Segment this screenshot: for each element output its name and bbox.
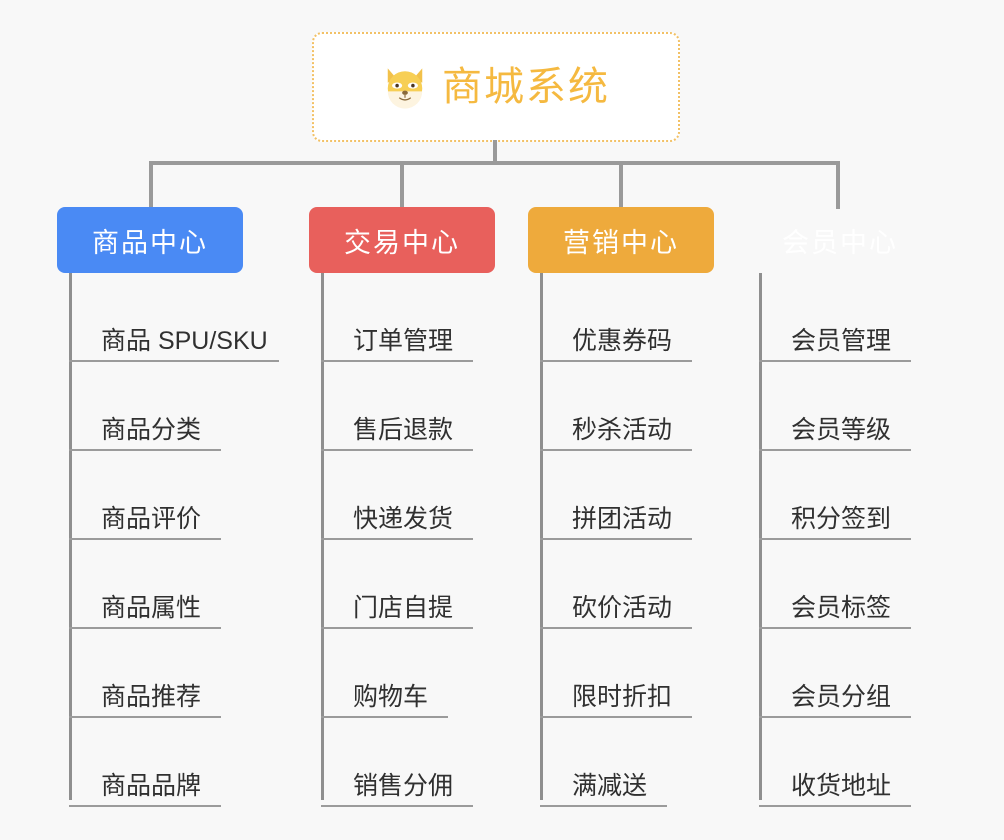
column-spine-4: [759, 273, 762, 800]
leaf-item-rule: [321, 538, 473, 540]
leaf-item-rule: [540, 538, 692, 540]
leaf-item-label: 会员等级: [791, 416, 892, 445]
column-header-3[interactable]: 营销中心: [528, 207, 714, 273]
leaf-item[interactable]: 商品推荐: [57, 629, 243, 718]
leaf-item-label: 门店自提: [353, 594, 454, 623]
leaf-item-rule: [321, 716, 448, 718]
leaf-item-label: 积分签到: [791, 505, 892, 534]
leaf-item-label: 销售分佣: [353, 772, 454, 801]
leaf-item-rule: [321, 627, 473, 629]
leaf-item-label: 会员标签: [791, 594, 892, 623]
leaf-item-rule: [759, 538, 911, 540]
leaf-item-rule: [321, 360, 473, 362]
column-header-2[interactable]: 交易中心: [309, 207, 495, 273]
leaf-item[interactable]: 订单管理: [309, 273, 495, 362]
leaf-item-label: 会员分组: [791, 683, 892, 712]
leaf-item-rule: [759, 449, 911, 451]
leaf-item-rule: [69, 449, 221, 451]
leaf-item[interactable]: 商品分类: [57, 362, 243, 451]
leaf-item-label: 砍价活动: [572, 594, 673, 623]
leaf-item[interactable]: 限时折扣: [528, 629, 714, 718]
leaf-item[interactable]: 购物车: [309, 629, 495, 718]
leaf-item[interactable]: 商品属性: [57, 540, 243, 629]
leaf-item[interactable]: 优惠券码: [528, 273, 714, 362]
root-title: 商城系统: [442, 65, 610, 109]
leaf-item[interactable]: 门店自提: [309, 540, 495, 629]
leaf-item-rule: [540, 627, 692, 629]
leaf-item-label: 收货地址: [791, 772, 892, 801]
leaf-item[interactable]: 商品 SPU/SKU: [57, 273, 279, 362]
connector-bar: [149, 161, 839, 165]
leaf-item[interactable]: 会员分组: [747, 629, 933, 718]
leaf-item-label: 商品属性: [101, 594, 202, 623]
column-spine-2: [321, 273, 324, 800]
leaf-item-label: 秒杀活动: [572, 416, 673, 445]
leaf-list-2: 订单管理售后退款快递发货门店自提购物车销售分佣: [309, 273, 495, 807]
leaf-item-label: 商品品牌: [101, 772, 202, 801]
connector-drop-2: [400, 161, 404, 209]
column-spine-1: [69, 273, 72, 800]
connector-drop-1: [149, 161, 153, 209]
column-2: 交易中心订单管理售后退款快递发货门店自提购物车销售分佣: [309, 207, 495, 807]
leaf-item-rule: [759, 805, 911, 807]
leaf-item[interactable]: 收货地址: [747, 718, 933, 807]
column-header-4[interactable]: 会员中心: [782, 227, 898, 258]
leaf-item[interactable]: 会员标签: [747, 540, 933, 629]
leaf-item-label: 限时折扣: [572, 683, 673, 712]
leaf-item-rule: [69, 627, 221, 629]
leaf-item[interactable]: 拼团活动: [528, 451, 714, 540]
leaf-item-rule: [540, 716, 692, 718]
connector-drop-3: [619, 161, 623, 209]
leaf-item[interactable]: 砍价活动: [528, 540, 714, 629]
leaf-item-label: 会员管理: [791, 327, 892, 356]
leaf-item[interactable]: 商品品牌: [57, 718, 243, 807]
column-header-1[interactable]: 商品中心: [57, 207, 243, 273]
leaf-list-1: 商品 SPU/SKU 商品分类商品评价商品属性商品推荐商品品牌: [57, 273, 279, 807]
leaf-item-label: 购物车: [353, 683, 429, 712]
leaf-item-label: 商品评价: [101, 505, 202, 534]
leaf-item-rule: [69, 716, 221, 718]
root-node[interactable]: 商城系统: [312, 32, 680, 142]
leaf-item[interactable]: 秒杀活动: [528, 362, 714, 451]
leaf-item[interactable]: 满减送: [528, 718, 714, 807]
leaf-item-label: 订单管理: [353, 327, 454, 356]
dog-face-icon: [382, 64, 428, 110]
leaf-item-rule: [540, 449, 692, 451]
leaf-item-rule: [69, 805, 221, 807]
column-1: 商品中心商品 SPU/SKU 商品分类商品评价商品属性商品推荐商品品牌: [57, 207, 279, 807]
leaf-item-label: 快递发货: [353, 505, 454, 534]
column-4: 会员中心会员管理会员等级积分签到会员标签会员分组收货地址: [747, 207, 933, 807]
leaf-item-rule: [321, 805, 473, 807]
leaf-item-label: 商品分类: [101, 416, 202, 445]
leaf-item[interactable]: 积分签到: [747, 451, 933, 540]
leaf-item[interactable]: 售后退款: [309, 362, 495, 451]
leaf-item-label: 优惠券码: [572, 327, 673, 356]
leaf-item-rule: [69, 360, 279, 362]
leaf-item-rule: [759, 627, 911, 629]
column-3: 营销中心优惠券码秒杀活动拼团活动砍价活动限时折扣满减送: [528, 207, 714, 807]
leaf-item[interactable]: 会员等级: [747, 362, 933, 451]
leaf-item-label: 商品推荐: [101, 683, 202, 712]
leaf-item-label: 满减送: [572, 772, 648, 801]
leaf-item-rule: [69, 538, 221, 540]
leaf-item-label: 售后退款: [353, 416, 454, 445]
leaf-item-rule: [540, 360, 692, 362]
column-spine-3: [540, 273, 543, 800]
connector-drop-4: [836, 161, 840, 209]
leaf-item-rule: [321, 449, 473, 451]
leaf-item[interactable]: 商品评价: [57, 451, 243, 540]
leaf-list-4: 会员管理会员等级积分签到会员标签会员分组收货地址: [747, 273, 933, 807]
leaf-item-rule: [540, 805, 667, 807]
leaf-item-label: 商品 SPU/SKU: [101, 327, 268, 356]
leaf-list-3: 优惠券码秒杀活动拼团活动砍价活动限时折扣满减送: [528, 273, 714, 807]
leaf-item[interactable]: 销售分佣: [309, 718, 495, 807]
leaf-item-rule: [759, 716, 911, 718]
leaf-item-label: 拼团活动: [572, 505, 673, 534]
leaf-item-rule: [759, 360, 911, 362]
leaf-item[interactable]: 会员管理: [747, 273, 933, 362]
leaf-item[interactable]: 快递发货: [309, 451, 495, 540]
connector-stem: [493, 140, 497, 164]
